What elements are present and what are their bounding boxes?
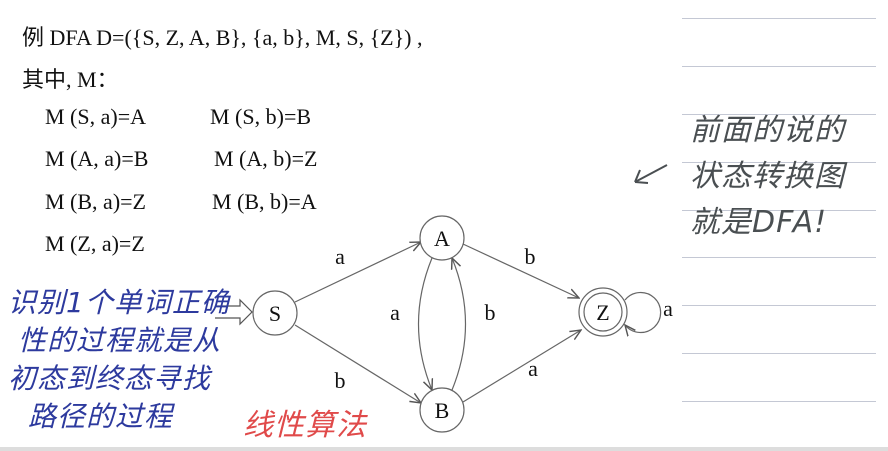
start-arrow-icon [215, 298, 253, 326]
transition: M (Z, a)=Z [45, 231, 145, 256]
edge-b-z [462, 330, 581, 403]
handwritten-note-left: 识别1个单词正确 性的过程就是从 初态到终态寻找 路径的过程 [8, 284, 230, 436]
edge-z-z [625, 291, 662, 333]
edge-label: a [528, 356, 538, 381]
note-line: 状态转换图 [690, 159, 845, 194]
handwritten-arrow-icon [634, 164, 668, 184]
ruled-line [682, 66, 876, 67]
ruled-line [682, 257, 876, 258]
edge-s-b [294, 324, 421, 403]
note-line: 识别1个单词正确 [8, 286, 230, 319]
handwritten-note-red: 线性算法 [243, 408, 367, 443]
state-b [419, 387, 465, 433]
note-line: 路径的过程 [28, 400, 174, 433]
handwritten-note-right: 前面的说的 状态转换图 就是DFA! [690, 108, 845, 246]
note-line: 性的过程就是从 [18, 324, 222, 357]
bottom-bar [0, 447, 888, 451]
ruled-line [682, 162, 876, 163]
transition: M (B, b)=A [212, 189, 317, 214]
state-label: Z [596, 300, 609, 325]
transition: M (S, a)=A [45, 104, 147, 129]
transition: M (A, b)=Z [214, 146, 318, 171]
transition: M (B, a)=Z [45, 189, 146, 214]
state-label: S [269, 301, 281, 326]
note-line: 初态到终态寻找 [8, 362, 212, 395]
edge-label: b [335, 368, 346, 393]
ruled-line [682, 401, 876, 402]
edge-label: a [390, 300, 400, 325]
edge-label: a [663, 296, 673, 321]
edge-label: b [485, 300, 496, 325]
transition: M (A, a)=B [45, 146, 149, 171]
state-s [252, 290, 298, 336]
ruled-line [682, 305, 876, 306]
ruled-line [682, 114, 876, 115]
edge-a-z [462, 243, 579, 298]
note-line: 前面的说的 [690, 113, 845, 148]
ruled-line [682, 18, 876, 19]
ruled-line [682, 353, 876, 354]
transition: M (S, b)=B [210, 104, 312, 129]
state-label: A [434, 226, 450, 251]
ruled-line [682, 210, 876, 211]
state-z-inner [583, 292, 623, 332]
edge-a-b [417, 257, 433, 390]
state-label: B [435, 398, 450, 423]
edge-b-a [452, 258, 467, 391]
state-a [419, 215, 465, 261]
edge-label: a [335, 244, 345, 269]
edge-label: b [525, 244, 536, 269]
state-z [578, 287, 628, 337]
edge-s-a [294, 242, 421, 303]
dfa-definition: 例 DFA D=({S, Z, A, B}, {a, b}, M, S, {Z}… [22, 25, 423, 50]
where-label: 其中, M： [22, 67, 119, 92]
note-line: 就是DFA! [690, 205, 828, 240]
